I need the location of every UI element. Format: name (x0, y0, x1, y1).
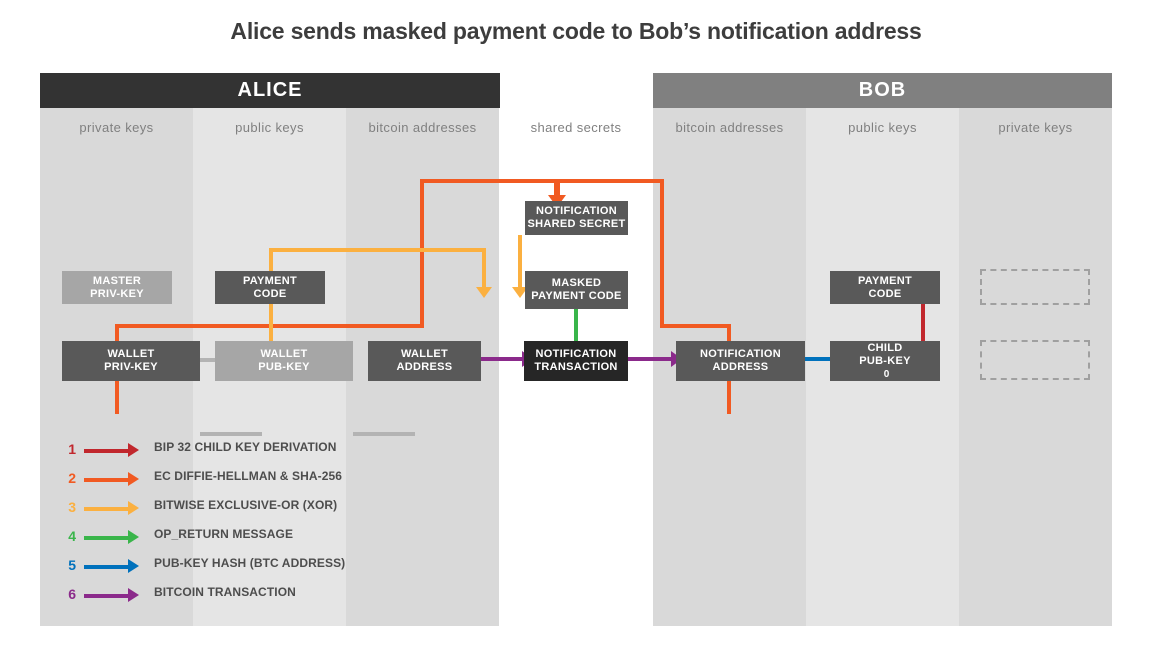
legend-line (84, 565, 130, 569)
legend-item-4: 4 OP_RETURN MESSAGE (62, 525, 392, 554)
node-line-1: WALLET (260, 348, 308, 360)
link-walletpriv-to-walletpub (200, 432, 262, 436)
node-line-2: TRANSACTION (534, 361, 618, 373)
legend-arrowhead (128, 588, 139, 602)
node-line-1: NOTIFICATION (700, 348, 781, 360)
node-alice-master-priv-key[interactable]: MASTER PRIV-KEY (62, 271, 172, 304)
orange-bob-vertical (660, 179, 664, 328)
node-line-2: PAYMENT CODE (531, 290, 622, 302)
node-line-2-wrap: PUB-KEY 0 (859, 355, 911, 381)
legend-label: BITCOIN TRANSACTION (154, 585, 296, 599)
legend-arrowhead (128, 501, 139, 515)
legend-arrowhead (128, 472, 139, 486)
legend-number: 3 (68, 499, 76, 515)
node-key-index: 0 (883, 368, 890, 380)
node-notification-shared-secret[interactable]: NOTIFICATION SHARED SECRET (525, 201, 628, 235)
node-alice-wallet-address[interactable]: WALLET ADDRESS (368, 341, 481, 381)
legend: 1 BIP 32 CHILD KEY DERIVATION 2 EC DIFFI… (62, 438, 392, 612)
column-label-alice-bitcoin-addresses: bitcoin addresses (368, 120, 477, 135)
legend-number: 1 (68, 441, 76, 457)
diagram-canvas: ALICE BOB private keys public keys bitco… (40, 73, 1112, 626)
placeholder-bob-private-key-upper (980, 269, 1090, 305)
node-bob-payment-code[interactable]: PAYMENT CODE (830, 271, 940, 304)
node-line-2: ADDRESS (396, 361, 453, 373)
purple-tx-to-notifaddr (628, 357, 673, 361)
amber-paymentcode-run (269, 248, 486, 252)
link-walletpub-to-walletaddr (353, 432, 415, 436)
amber-paymentcode-drop (482, 248, 486, 289)
node-line-2: PUB-KEY (859, 354, 911, 367)
column-label-alice-private-keys: private keys (79, 120, 154, 135)
node-line-2: CODE (253, 287, 287, 300)
page-title: Alice sends masked payment code to Bob’s… (230, 18, 922, 44)
node-alice-wallet-priv-key[interactable]: WALLET PRIV-KEY (62, 341, 200, 381)
amber-sharedsecret-drop (518, 235, 522, 289)
legend-line (84, 507, 130, 511)
node-line-1: PAYMENT (857, 274, 913, 287)
column-label-alice-public-keys: public keys (235, 120, 304, 135)
legend-arrowhead (128, 559, 139, 573)
party-header-alice: ALICE (40, 73, 500, 108)
legend-item-2: 2 EC DIFFIE-HELLMAN & SHA-256 (62, 467, 392, 496)
node-masked-payment-code[interactable]: MASKED PAYMENT CODE (525, 271, 628, 309)
node-alice-payment-code[interactable]: PAYMENT CODE (215, 271, 325, 304)
blue-childpub-to-notifaddr (805, 357, 851, 361)
node-line-1: PAYMENT (242, 274, 298, 287)
legend-item-5: 5 PUB-KEY HASH (BTC ADDRESS) (62, 554, 392, 583)
node-alice-wallet-pub-key[interactable]: WALLET PUB-KEY (215, 341, 353, 381)
node-line-2: PRIV-KEY (104, 361, 158, 373)
legend-label: EC DIFFIE-HELLMAN & SHA-256 (154, 469, 343, 483)
node-line-1: MASKED (551, 277, 602, 289)
node-line-2: SHARED SECRET (527, 218, 626, 230)
node-line-2: CODE (868, 287, 902, 300)
legend-item-6: 6 BITCOIN TRANSACTION (62, 583, 392, 612)
amber-sharedsecret-arrowhead (512, 287, 528, 298)
column-label-shared-secrets: shared secrets (530, 120, 622, 135)
orange-bob-arrowhead (550, 195, 566, 206)
legend-line (84, 594, 130, 598)
legend-line (84, 478, 130, 482)
orange-bob-drop (556, 179, 560, 197)
node-line-1: WALLET (107, 348, 155, 360)
column-bob-private-keys (959, 73, 1112, 626)
orange-bob-lower-run (660, 324, 731, 328)
green-opreturn-line (574, 309, 578, 353)
legend-number: 4 (68, 528, 76, 544)
orange-alice-top-rail (420, 179, 558, 183)
node-line-1: NOTIFICATION (536, 205, 617, 217)
node-line-1: NOTIFICATION (535, 348, 617, 360)
party-header-bob: BOB (653, 73, 1112, 108)
amber-paymentcode-arrowhead (476, 287, 492, 298)
orange-bob-top-rail (556, 179, 664, 183)
node-line-1: CHILD (867, 341, 903, 354)
node-notification-transaction[interactable]: NOTIFICATION TRANSACTION (524, 341, 628, 381)
legend-label: BITWISE EXCLUSIVE-OR (XOR) (154, 498, 338, 512)
orange-alice-vertical (420, 179, 424, 328)
legend-line (84, 536, 130, 540)
legend-number: 2 (68, 470, 76, 486)
legend-arrowhead (128, 530, 139, 544)
legend-item-3: 3 BITWISE EXCLUSIVE-OR (XOR) (62, 496, 392, 525)
column-label-bob-bitcoin-addresses: bitcoin addresses (675, 120, 784, 135)
node-bob-child-pub-key[interactable]: CHILD PUB-KEY 0 (830, 341, 940, 381)
legend-label: OP_RETURN MESSAGE (154, 527, 294, 541)
red-vertical (921, 285, 925, 359)
column-label-bob-private-keys: private keys (998, 120, 1073, 135)
legend-number: 5 (68, 557, 76, 573)
legend-line (84, 449, 130, 453)
legend-label: PUB-KEY HASH (BTC ADDRESS) (154, 556, 346, 570)
placeholder-bob-private-key-lower (980, 340, 1090, 380)
node-line-1: MASTER (92, 274, 142, 287)
node-line-1: WALLET (400, 348, 448, 360)
legend-number: 6 (68, 586, 76, 602)
purple-walletaddr-to-tx (481, 357, 524, 361)
node-bob-notification-address[interactable]: NOTIFICATION ADDRESS (676, 341, 805, 381)
legend-item-1: 1 BIP 32 CHILD KEY DERIVATION (62, 438, 392, 467)
legend-arrowhead (128, 443, 139, 457)
node-line-2: PUB-KEY (258, 361, 310, 373)
node-line-2: PRIV-KEY (90, 287, 144, 300)
node-line-2: ADDRESS (712, 361, 769, 373)
legend-label: BIP 32 CHILD KEY DERIVATION (154, 440, 337, 454)
column-label-bob-public-keys: public keys (848, 120, 917, 135)
